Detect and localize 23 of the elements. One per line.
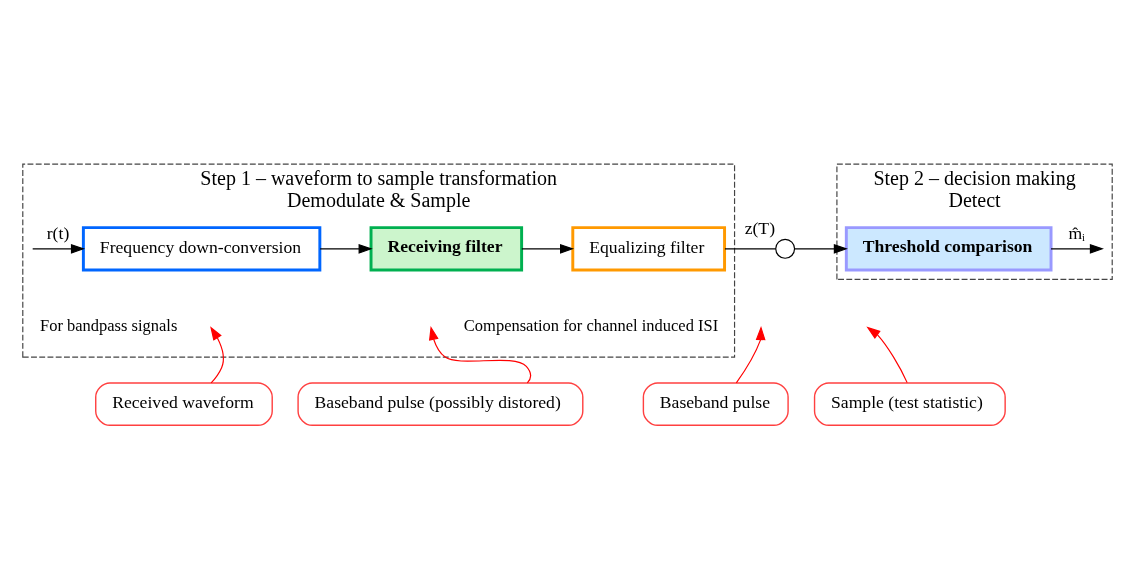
arrow: [32, 243, 86, 254]
node-box: Baseband pulse (possibly distored): [297, 382, 584, 426]
arrow: [319, 243, 373, 254]
node-box: Sample (test statistic): [813, 382, 1006, 426]
arrow: [794, 243, 848, 254]
arrow: [735, 325, 766, 384]
connector: [724, 248, 777, 250]
node-label: z(T): [744, 217, 776, 238]
node-circle: [775, 238, 796, 259]
arrow: [521, 243, 575, 254]
edge-label: m̂ᵢ: [1068, 223, 1085, 244]
node-box: Equalizing filter: [571, 226, 727, 272]
node-label: For bandpass signals: [40, 315, 178, 335]
node-box: Receiving filter: [369, 226, 524, 272]
node-box: Baseband pulse: [642, 382, 789, 426]
arrow: [866, 326, 908, 384]
node-box: Received waveform: [95, 382, 273, 426]
edge-label: r(t): [46, 223, 70, 244]
node-box: Frequency down-conversion: [81, 226, 322, 272]
arrow: [210, 326, 224, 384]
node-label: Compensation for channel induced ISI: [463, 315, 719, 335]
node-box: Threshold comparison: [844, 226, 1053, 272]
arrow: [1050, 243, 1104, 254]
